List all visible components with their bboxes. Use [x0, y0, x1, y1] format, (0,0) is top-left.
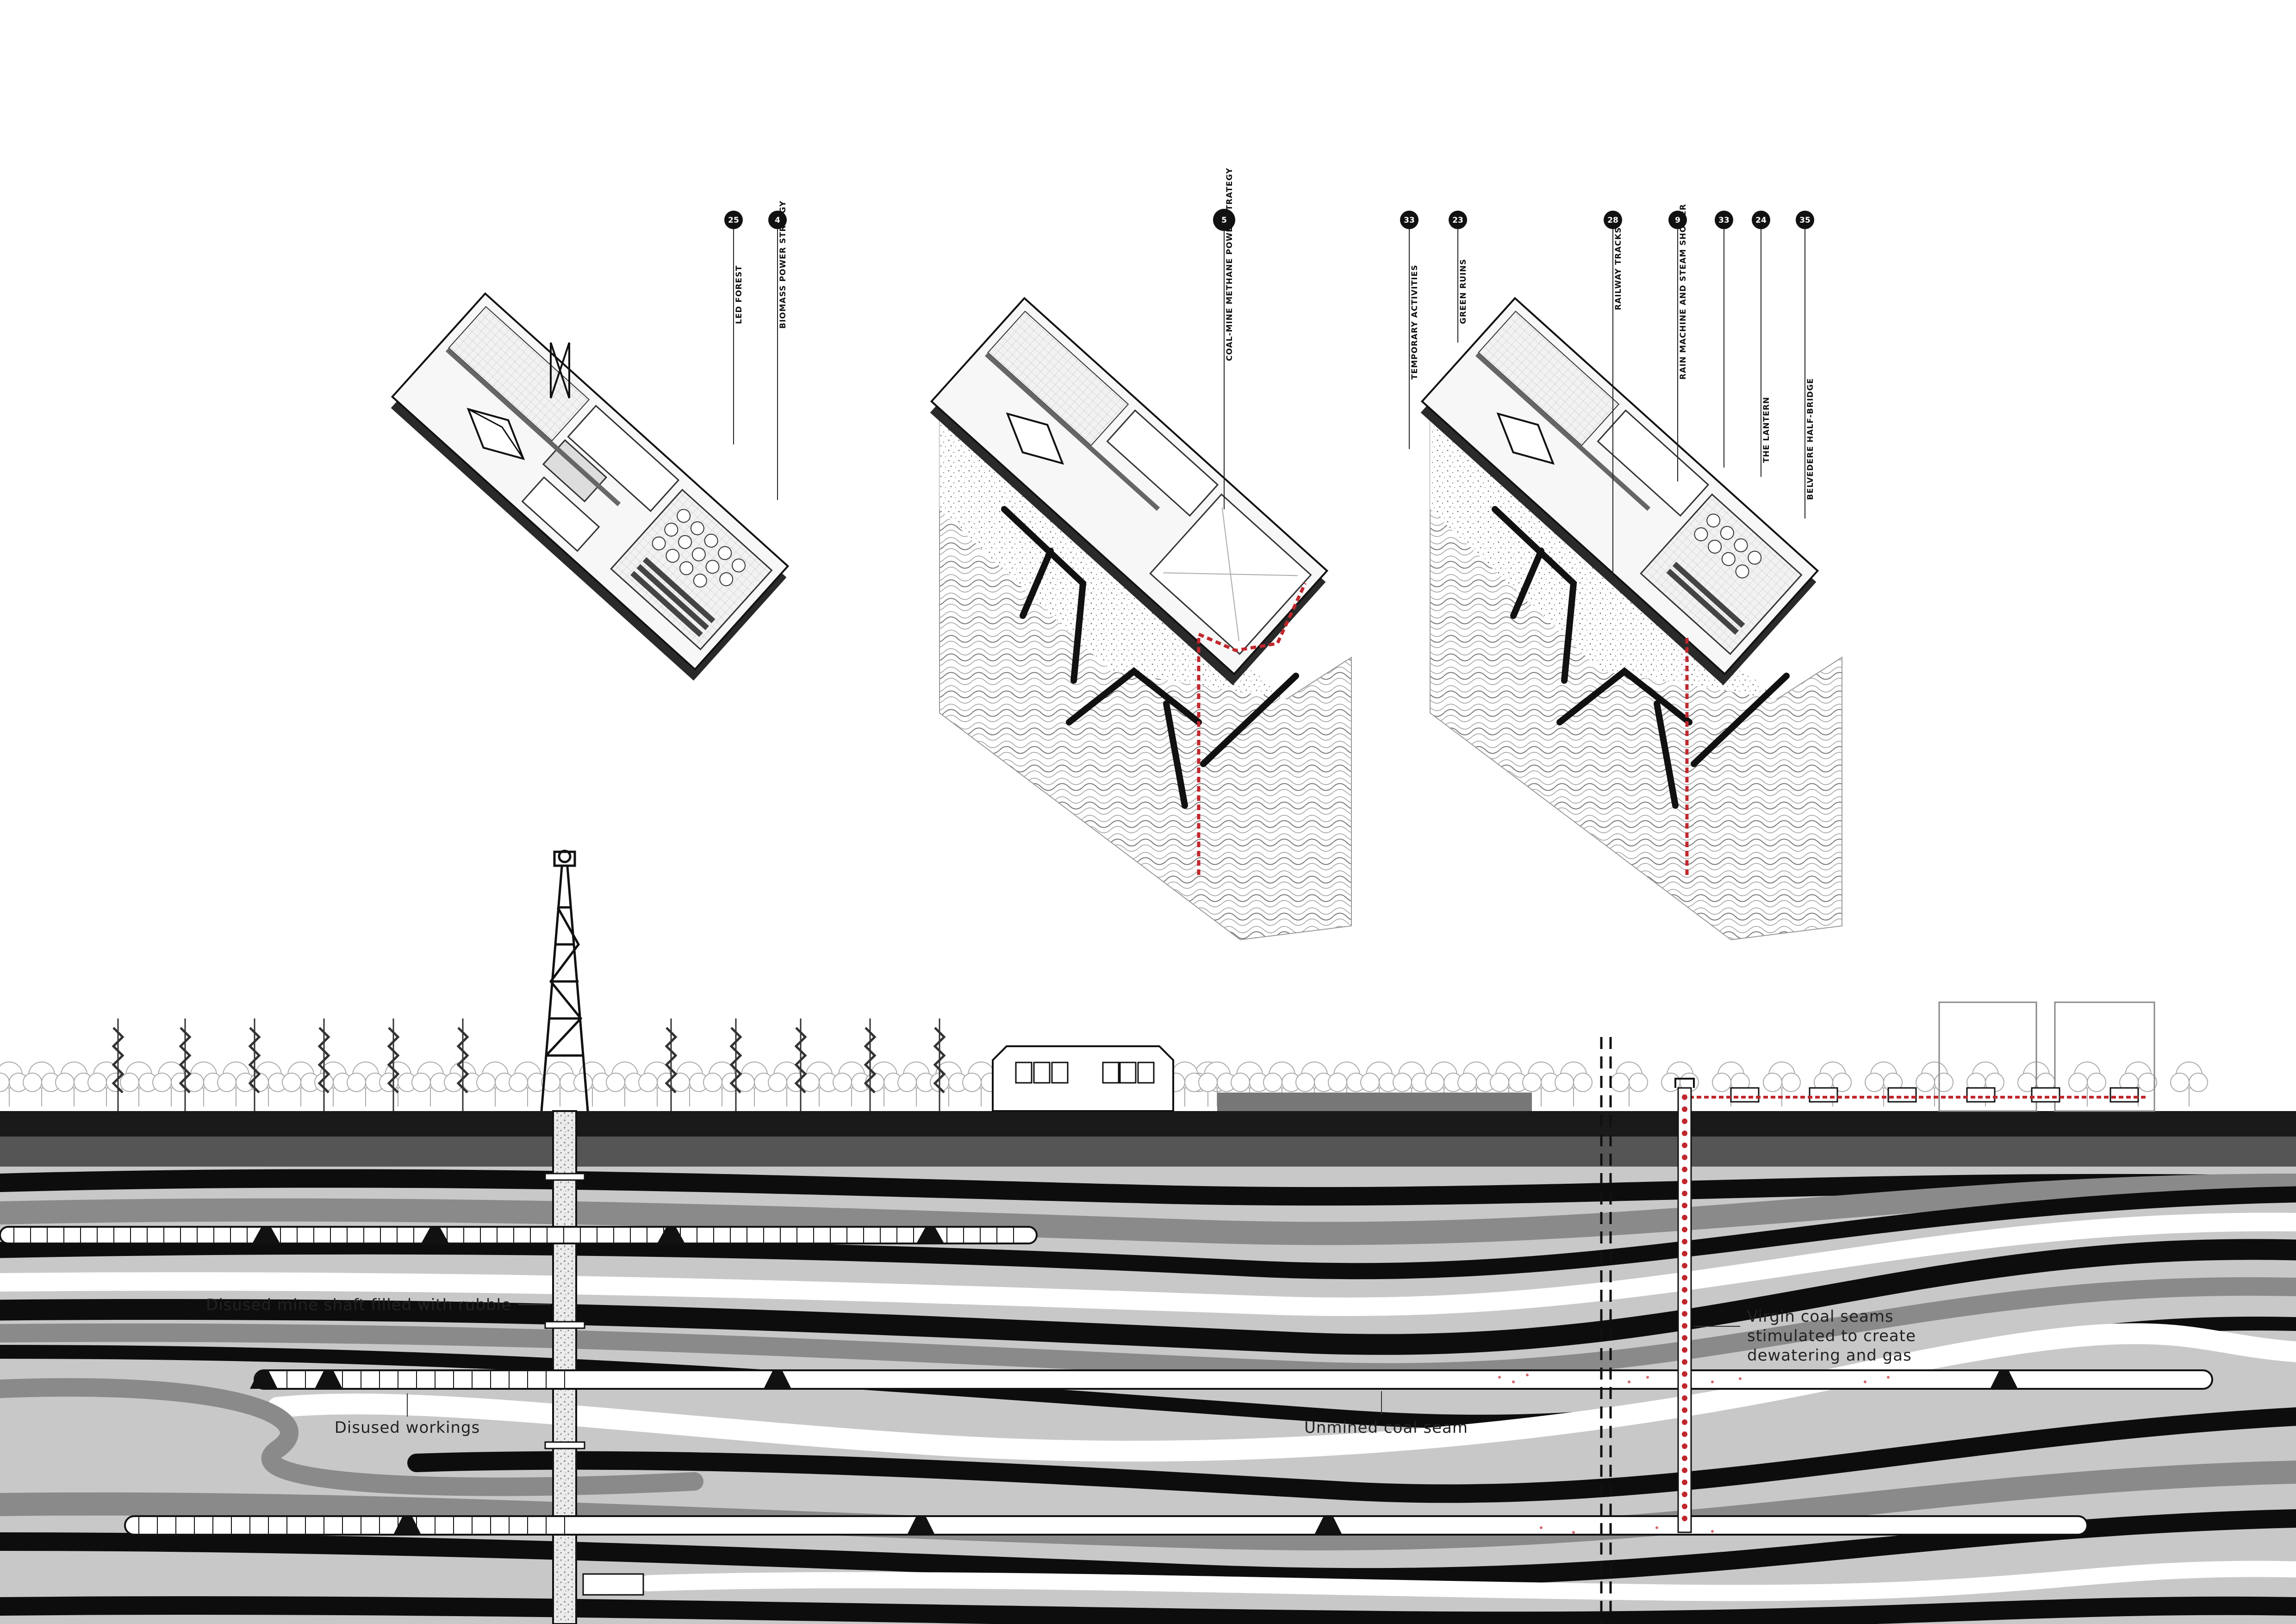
- poplar-icon: [731, 1018, 740, 1111]
- gallery-upper: [0, 1226, 1038, 1244]
- callout-label: RAILWAY TRACKS: [1614, 227, 1623, 310]
- surface-building: [992, 1045, 1174, 1112]
- methane-well-dots: [1682, 1094, 1687, 1521]
- gallery-middle: [254, 1369, 2213, 1390]
- label-seam: Unmined coal seam: [1304, 1418, 1468, 1437]
- tree-icon: [671, 1062, 709, 1107]
- label-virgin-3: dewatering and gas: [1747, 1346, 1912, 1365]
- tree-icon: [411, 1062, 449, 1107]
- callout-bubble: [1449, 211, 1467, 229]
- strata: [0, 1169, 2296, 1624]
- tree-icon: [541, 1062, 579, 1107]
- poplar-icon: [250, 1018, 259, 1111]
- tree-icon: [573, 1062, 611, 1107]
- tree-icon: [2170, 1062, 2208, 1107]
- tree-icon: [185, 1062, 223, 1107]
- tree-icon: [23, 1062, 61, 1107]
- axonometric-3: [1420, 297, 1842, 941]
- tree-icon: [800, 1062, 838, 1107]
- axonometric-1: [391, 292, 790, 681]
- poplar-icon: [796, 1018, 805, 1111]
- callout-label: RAIN MACHINE AND STEAM SHOWER: [1679, 204, 1688, 380]
- label-shaft: Disused mine shaft filled with rubble: [206, 1296, 511, 1314]
- callout-bubble: [768, 211, 787, 229]
- axonometric-2: [930, 297, 1352, 941]
- tree-icon: [1555, 1062, 1593, 1107]
- methane-plant: [1730, 1001, 2155, 1112]
- callout-number: 5: [1221, 216, 1227, 225]
- methane-line: [1197, 582, 1307, 875]
- callout-label: BIOMASS POWER STRATGY: [778, 200, 788, 329]
- callout-number: 4: [775, 216, 780, 225]
- callout-label: LED FOREST: [734, 265, 744, 324]
- tree-icon: [87, 1062, 125, 1107]
- tree-icon: [865, 1062, 903, 1107]
- poplar-icon: [180, 1018, 190, 1111]
- callout-bubble: [1213, 209, 1235, 231]
- poplar-icon: [666, 1018, 676, 1111]
- tree-icon: [55, 1062, 93, 1107]
- tree-icon: [2068, 1062, 2106, 1107]
- tree-icon: [1763, 1062, 1801, 1107]
- callout-label: TEMPORARY ACTIVITIES: [1410, 265, 1419, 380]
- tree-icon: [897, 1062, 935, 1107]
- tree-icon: [509, 1062, 547, 1107]
- callout-bubble: [724, 211, 743, 229]
- callout-bubble: [1604, 211, 1622, 229]
- callout-number: 33: [1404, 216, 1415, 225]
- callout-number: 28: [1607, 216, 1618, 225]
- poplar-icon: [865, 1018, 875, 1111]
- callout-bubble: [1668, 211, 1687, 229]
- callout-number: 33: [1718, 216, 1730, 225]
- tree-icon: [217, 1062, 255, 1107]
- callout-bubble: [1400, 211, 1419, 229]
- gallery-lower: [124, 1515, 2088, 1536]
- tree-icon: [120, 1062, 158, 1107]
- poplar-icon: [113, 1018, 123, 1111]
- headframe: [540, 849, 589, 1112]
- mine-shaft: [552, 1110, 577, 1624]
- tree-icon: [379, 1062, 417, 1107]
- long-section: Disused mine shaft filled with rubble Di…: [0, 849, 2296, 1624]
- callout-number: 24: [1755, 216, 1767, 225]
- callout-label: BELVEDERE HALF-BRIDGE: [1806, 378, 1815, 500]
- callout-number: 25: [728, 216, 739, 225]
- callout-axo3-5: 33: [1715, 211, 1733, 468]
- tree-icon: [476, 1062, 514, 1107]
- tree-icon: [282, 1062, 320, 1107]
- callout-number: 23: [1452, 216, 1463, 225]
- tree-icon: [347, 1062, 385, 1107]
- tree-icon: [249, 1062, 287, 1107]
- callout-bubble: [1752, 211, 1770, 229]
- callout-bubble: [1715, 211, 1733, 229]
- callout-label: THE LANTERN: [1762, 397, 1771, 463]
- callout-bubble: [1796, 211, 1814, 229]
- callout-label: GREEN RUINS: [1459, 259, 1468, 324]
- tree-icon: [606, 1062, 644, 1107]
- ground-surface: [0, 1111, 2296, 1137]
- callout-label: COAL-MINE METHANE POWER STRATEGY: [1225, 168, 1234, 361]
- tree-icon: [735, 1062, 773, 1107]
- label-virgin-1: Virgin coal seams: [1747, 1307, 1894, 1326]
- tree-icon: [833, 1062, 871, 1107]
- axo1-tower: [550, 342, 570, 399]
- callout-number: 9: [1675, 216, 1680, 225]
- tree-icon: [1916, 1062, 1954, 1107]
- label-virgin-2: stimulated to create: [1747, 1327, 1916, 1345]
- mine-tunnels: [1001, 506, 1299, 809]
- label-workings: Disused workings: [335, 1418, 480, 1437]
- callout-number: 35: [1799, 216, 1811, 225]
- tree-icon: [1610, 1062, 1648, 1107]
